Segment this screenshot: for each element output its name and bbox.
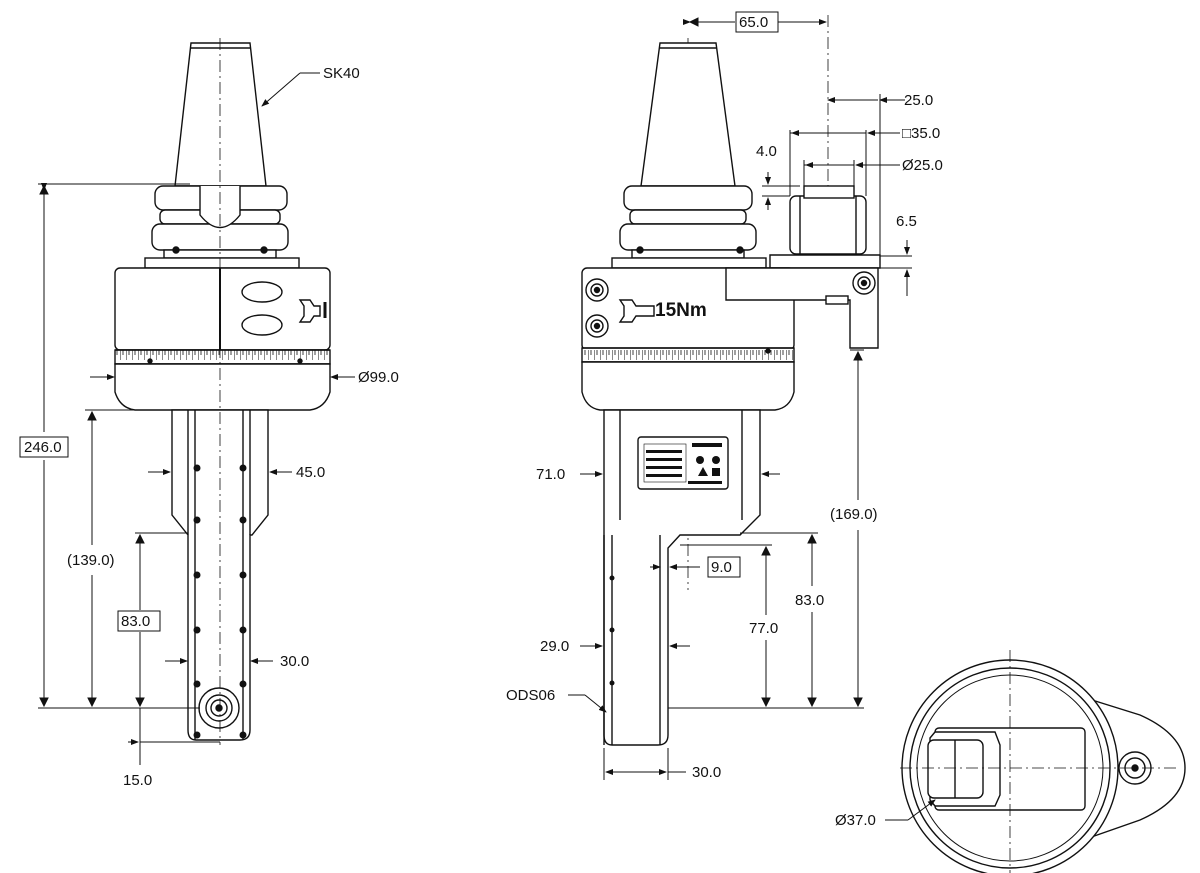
sk40-taper — [174, 42, 267, 187]
side-screws — [585, 271, 876, 338]
front-view — [114, 42, 331, 741]
dimension-values: 246.0 Ø99.0 45.0 (139.0) 83.0 30.0 15.0 … — [19, 11, 943, 829]
dim-37: Ø37.0 — [835, 812, 876, 829]
dim-246: 246.0 — [24, 439, 62, 456]
main-body — [114, 267, 331, 351]
dim-35: □35.0 — [902, 125, 940, 142]
dim-169: (169.0) — [830, 506, 878, 523]
dim-99: Ø99.0 — [358, 369, 399, 386]
dim-25: 25.0 — [904, 92, 933, 109]
dim-71: 71.0 — [536, 466, 565, 483]
side-view — [581, 42, 881, 746]
holder-holes — [193, 464, 247, 739]
side-arm — [725, 267, 879, 349]
dim-9: 9.0 — [711, 559, 732, 576]
bottom-view — [901, 659, 1186, 873]
dim-65: 65.0 — [739, 14, 768, 31]
wrench-icon-side — [618, 299, 655, 323]
dim-45: 45.0 — [296, 464, 325, 481]
labels: SK40 15Nm ODS06 — [323, 65, 707, 704]
side-view-dimensions — [568, 17, 912, 780]
dim-4: 4.0 — [756, 143, 777, 160]
side-taper — [640, 42, 736, 187]
wrench-icon — [298, 299, 321, 323]
dim-77: 77.0 — [749, 620, 778, 637]
dim-30-bottom: 30.0 — [692, 764, 721, 781]
sk40-label: SK40 — [323, 65, 360, 82]
torque-label: 15Nm — [655, 300, 707, 321]
dim-25-dia: Ø25.0 — [902, 157, 943, 174]
drive-key-slot — [199, 186, 241, 229]
dim-6-5: 6.5 — [896, 213, 917, 230]
dim-29: 29.0 — [540, 638, 569, 655]
front-view-dimensions — [38, 72, 355, 765]
dim-83-left: 83.0 — [121, 613, 150, 630]
drive-head — [789, 195, 867, 255]
dim-83-right: 83.0 — [795, 592, 824, 609]
dim-15: 15.0 — [123, 772, 152, 789]
ods-label: ODS06 — [506, 687, 555, 704]
dim-139: (139.0) — [67, 552, 115, 569]
dim-30-left: 30.0 — [280, 653, 309, 670]
scale-band-side — [581, 347, 795, 363]
